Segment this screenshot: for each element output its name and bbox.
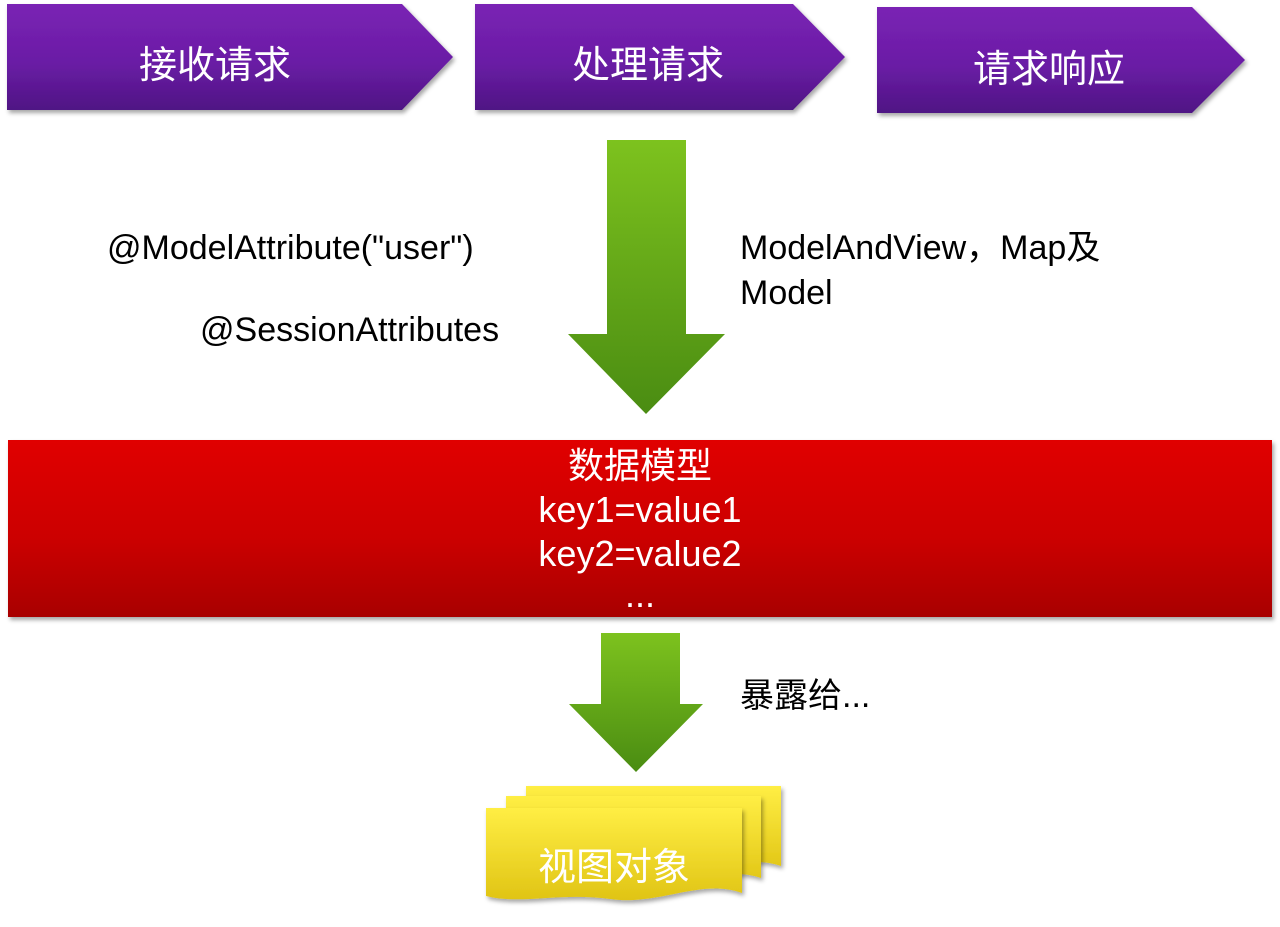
flow-arrow-down-large xyxy=(568,140,725,414)
data-model-entry: key2=value2 xyxy=(538,533,742,574)
annotation-model-and-view-line2: Model xyxy=(740,274,833,312)
step-chevron-process xyxy=(475,4,845,110)
step-chevron-receive xyxy=(7,4,453,110)
data-model-entry: ... xyxy=(624,574,655,615)
step-label-receive: 接收请求 xyxy=(138,43,291,87)
flow-arrow-down-small xyxy=(569,633,703,772)
view-document-front xyxy=(486,808,742,901)
step-label-respond: 请求响应 xyxy=(972,47,1125,91)
step-label-process: 处理请求 xyxy=(571,43,724,87)
annotation-model-attribute: @ModelAttribute("user") xyxy=(107,229,474,267)
data-model-entry: key1=value1 xyxy=(538,489,742,530)
view-object-label: 视图对象 xyxy=(537,845,690,889)
data-model-box: 数据模型 key1=value1 key2=value2 ... xyxy=(8,440,1272,617)
step-chevron-respond xyxy=(877,7,1245,113)
annotation-model-and-view-line1: ModelAndView，Map及 xyxy=(740,229,1101,267)
annotation-expose-to: 暴露给... xyxy=(740,677,871,715)
data-model-title: 数据模型 xyxy=(567,446,712,487)
annotation-session-attributes: @SessionAttributes xyxy=(200,311,500,349)
